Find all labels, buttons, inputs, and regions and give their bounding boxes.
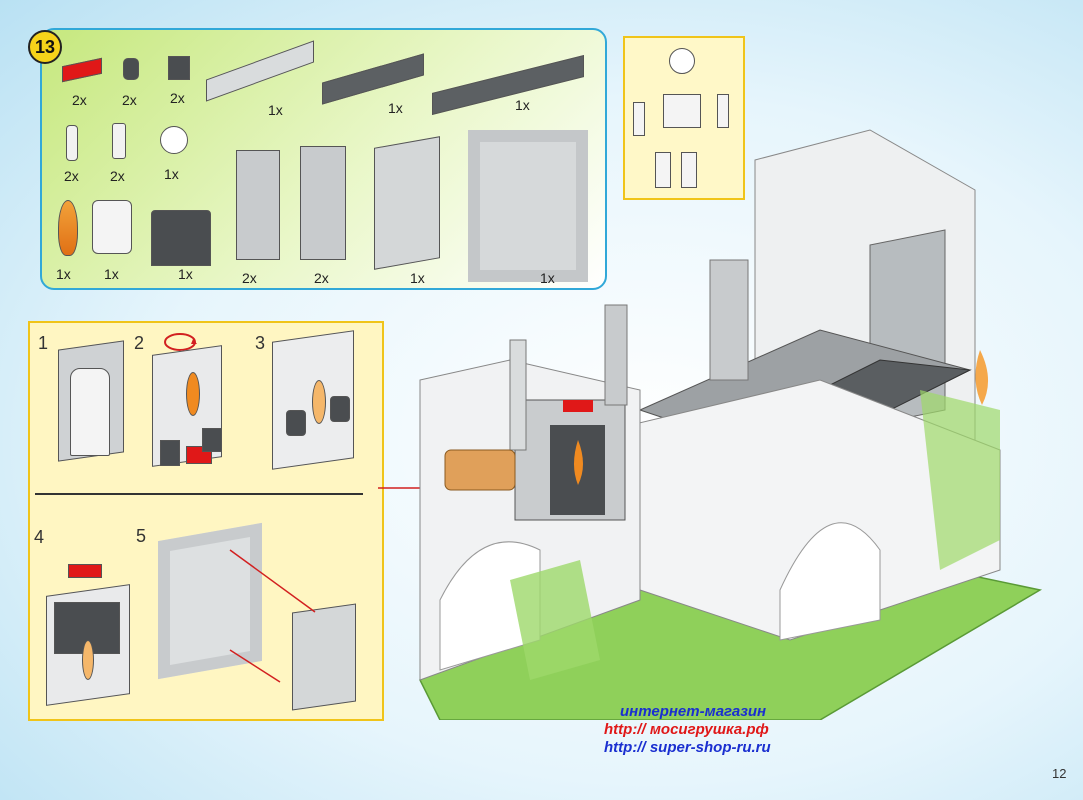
part-qty: 2x	[72, 92, 87, 108]
substep-number: 4	[34, 527, 45, 547]
flame-icon	[312, 380, 326, 424]
part-qty: 1x	[410, 270, 425, 286]
part-qty: 2x	[64, 168, 79, 184]
part-qty: 1x	[104, 266, 119, 282]
part-qty: 1x	[268, 102, 283, 118]
skeleton-figure	[70, 368, 110, 456]
part-dark-round-brick	[286, 410, 306, 436]
part-qty: 1x	[164, 166, 179, 182]
part-skeleton-arm	[66, 125, 78, 161]
part-dark-brick	[168, 56, 190, 80]
substep-number: 2	[134, 333, 145, 353]
page-number: 12	[1052, 766, 1067, 781]
part-qty: 2x	[122, 92, 137, 108]
part-dark-arch	[151, 210, 211, 266]
part-dark-brick	[202, 428, 222, 452]
flame-icon	[58, 200, 78, 256]
part-skeleton-torso	[92, 200, 132, 254]
substep-number: 5	[136, 526, 147, 546]
skull-icon	[160, 126, 188, 154]
skeleton-arm-icon	[633, 102, 645, 136]
part-qty: 1x	[56, 266, 71, 282]
skeleton-arm-icon	[717, 94, 729, 128]
part-qty: 2x	[110, 168, 125, 184]
part-qty: 1x	[388, 100, 403, 116]
part-tall-pillar	[236, 150, 280, 260]
step-number-badge: 13	[28, 30, 62, 64]
flame-icon	[82, 640, 94, 680]
part-dark-brick	[160, 440, 180, 466]
substep-divider	[35, 493, 363, 495]
part-red-plate	[68, 564, 102, 578]
shop-watermark-line1: интернет-магазин	[620, 703, 767, 720]
part-qty: 2x	[314, 270, 329, 286]
part-qty: 2x	[170, 90, 185, 106]
part-qty: 2x	[242, 270, 257, 286]
part-dark-round-brick	[330, 396, 350, 422]
assembly-arrows	[229, 549, 316, 683]
skull-icon	[669, 48, 695, 74]
skeleton-leg-icon	[655, 152, 671, 188]
skeleton-torso-icon	[663, 94, 701, 128]
flame-icon	[186, 372, 200, 416]
substep-number: 3	[255, 333, 266, 353]
minifig-assembly-panel	[623, 36, 745, 200]
shop-watermark-line2: http:// мосигрушка.рф	[604, 721, 769, 738]
skeleton-leg-icon	[681, 152, 697, 188]
part-qty: 1x	[515, 97, 530, 113]
shop-watermark-line3: http:// super-shop-ru.ru	[604, 739, 771, 756]
part-skeleton-leg	[112, 123, 126, 159]
part-qty: 1x	[540, 270, 555, 286]
substep-number: 1	[38, 333, 49, 353]
part-tall-pillar	[300, 146, 346, 260]
part-qty: 1x	[178, 266, 193, 282]
part-window-frame	[468, 130, 588, 282]
part-dark-round-brick	[123, 58, 139, 80]
main-model-illustration	[419, 129, 1043, 720]
